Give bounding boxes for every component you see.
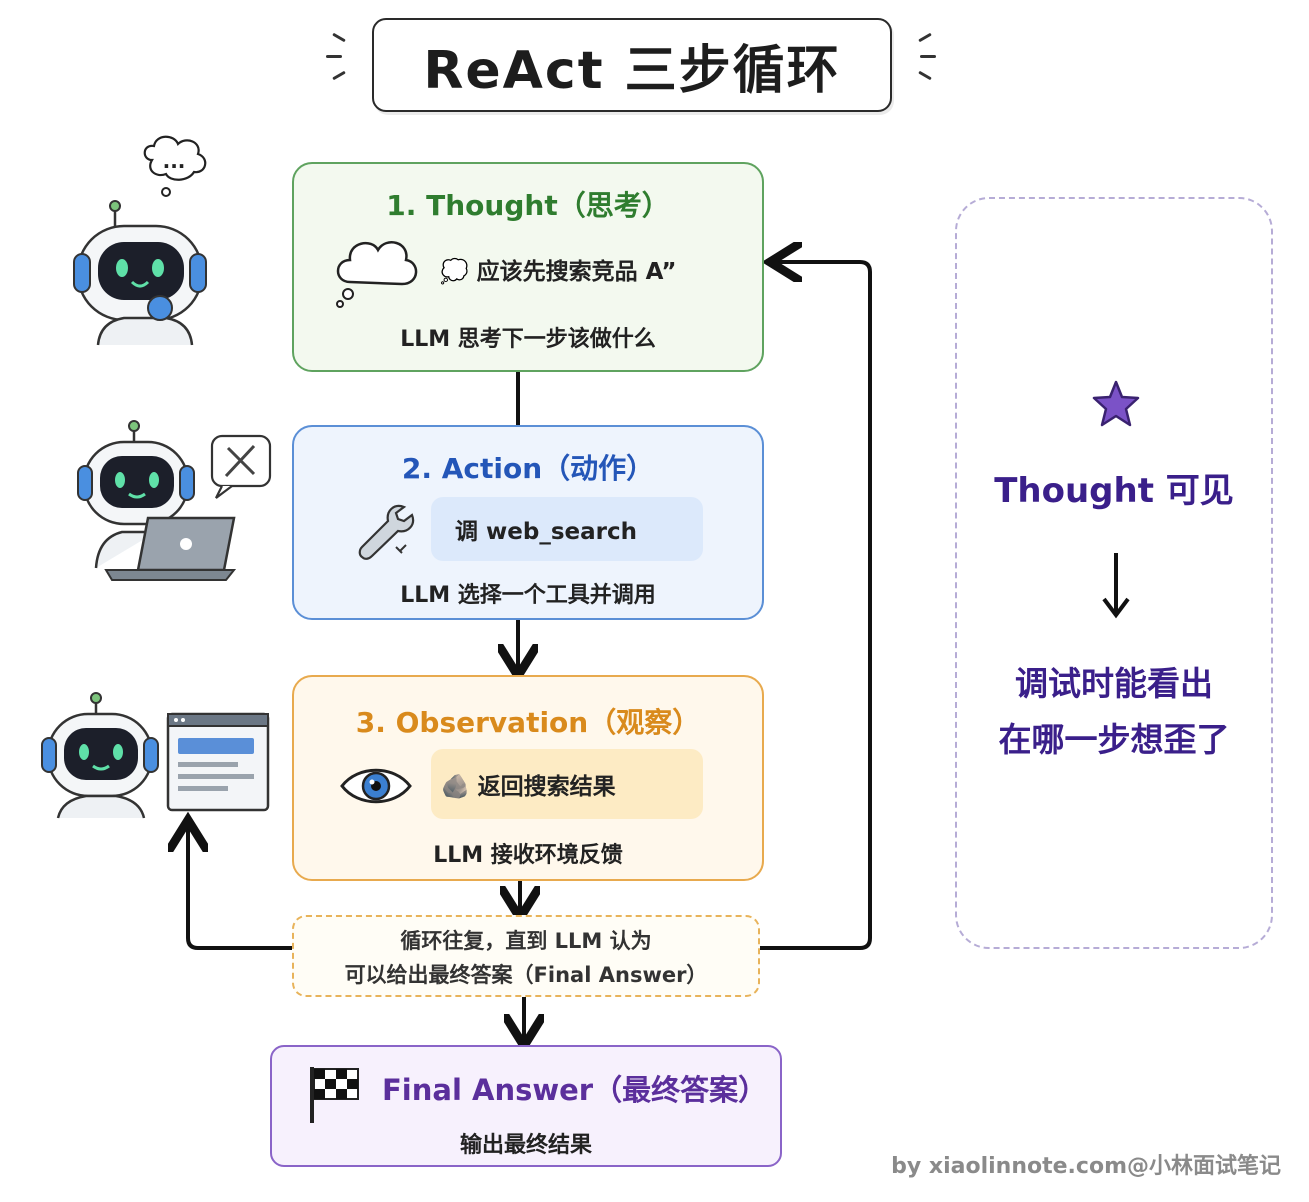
title-decoration	[326, 55, 342, 58]
side-note-panel: Thought 可见 调试时能看出 在哪一步想歪了	[955, 197, 1273, 949]
thought-bubble-text: 💭 应该先搜索竞品 A”	[440, 259, 677, 285]
observation-result: 🪨 返回搜索结果	[431, 749, 703, 819]
star-icon	[1092, 380, 1140, 427]
watermark: by xiaolinnote.com@小林面试笔记	[891, 1154, 1281, 1179]
observation-step-subtitle: LLM 接收环境反馈	[433, 843, 623, 868]
thought-cloud-text: ...	[163, 149, 186, 173]
checkered-flag-icon	[310, 1067, 359, 1123]
observation-step-card: 3. Observation（观察） 🪨 返回搜索结果 LLM 接收环境反馈	[292, 675, 764, 881]
down-arrow-icon	[1102, 553, 1130, 619]
observation-step-title: 3. Observation（观察）	[355, 706, 701, 739]
action-tool-call: 调 web_search	[431, 497, 703, 561]
action-step-title: 2. Action（动作）	[401, 452, 655, 485]
side-note-line2: 调试时能看出	[1015, 664, 1213, 703]
thought-step-title: 1. Thought（思考）	[386, 189, 670, 222]
loop-note-line2: 可以给出最终答案（Final Answer）	[344, 963, 708, 987]
thought-cloud-icon	[336, 241, 418, 308]
wrench-icon	[358, 504, 415, 560]
action-step-subtitle: LLM 选择一个工具并调用	[400, 583, 656, 608]
title-decoration	[920, 55, 936, 58]
final-answer-card: Final Answer（最终答案） 输出最终结果	[270, 1045, 782, 1167]
working-robot-illustration	[77, 420, 272, 581]
thought-step-subtitle: LLM 思考下一步该做什么	[400, 327, 656, 352]
action-step-card: 2. Action（动作） 调 web_search LLM 选择一个工具并调用	[292, 425, 764, 620]
loop-note: 循环往复，直到 LLM 认为 可以给出最终答案（Final Answer）	[292, 915, 760, 997]
side-note-line1: Thought 可见	[994, 471, 1234, 511]
eye-icon	[340, 768, 412, 804]
final-answer-title: Final Answer（最终答案）	[382, 1073, 768, 1107]
observing-robot-illustration	[41, 692, 270, 819]
thought-step-card: 1. Thought（思考） 💭 应该先搜索竞品 A” LLM 思考下一步该做什…	[292, 162, 764, 372]
side-note-line3: 在哪一步想歪了	[998, 720, 1230, 759]
loop-note-line1: 循环往复，直到 LLM 认为	[400, 929, 652, 953]
final-answer-subtitle: 输出最终结果	[459, 1133, 592, 1158]
thinking-robot-illustration: ...	[73, 135, 207, 346]
page-title: ReAct 三步循环	[372, 18, 892, 112]
